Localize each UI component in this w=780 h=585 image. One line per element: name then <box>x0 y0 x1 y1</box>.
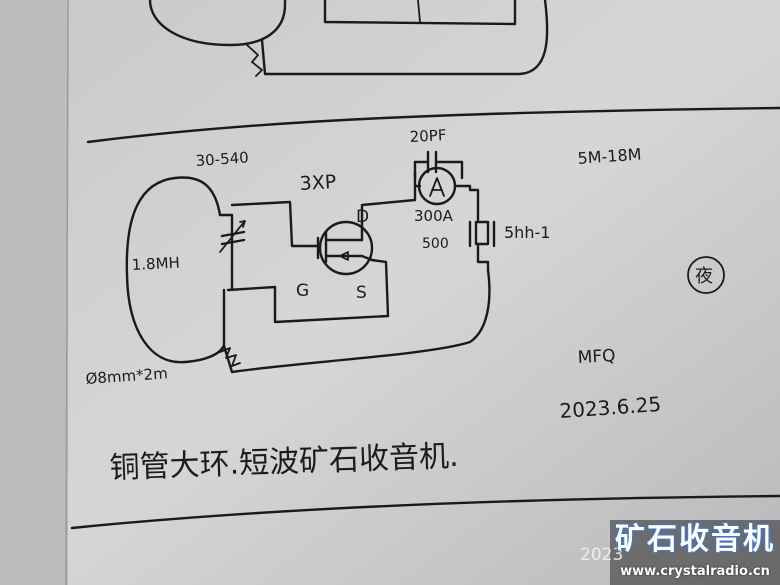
watermark-title: 矿石收音机 <box>615 522 775 557</box>
variable-capacitor <box>219 220 246 253</box>
previous-sketch <box>148 0 549 77</box>
label-gate: G <box>296 281 309 301</box>
meter-symbol <box>413 166 480 222</box>
transistor-symbol <box>316 220 374 276</box>
label-transistor-type: 3XP <box>299 171 337 195</box>
label-crystal: 5hh-1 <box>504 223 550 242</box>
label-drain: D <box>356 207 369 227</box>
label-source: S <box>356 283 367 303</box>
coil-terminal <box>219 347 241 367</box>
label-cap-top: 20PF <box>409 126 447 146</box>
wire-right-return <box>230 268 491 374</box>
seal-text: 夜 <box>695 266 713 287</box>
binding-strip <box>0 0 68 585</box>
wire-top-to-transistor <box>230 200 320 248</box>
seal-mark: 夜 <box>687 256 725 294</box>
watermark-stamp: 2023 <box>580 545 624 565</box>
wire-cap-left <box>218 213 234 292</box>
label-freq-range: 5M-18M <box>577 145 642 168</box>
circuit-diagram: 30-540 3XP D G S 20PF 300A 500 5hh-1 1.8… <box>85 126 550 388</box>
label-capacitor-range: 30-540 <box>195 148 249 170</box>
wire-coil-bottom <box>222 288 234 374</box>
label-author: MFQ <box>577 346 616 368</box>
crystal-element <box>468 220 496 272</box>
rule-line-top <box>86 106 780 144</box>
loop-antenna-coil <box>125 176 226 364</box>
watermark-url: www.crystalradio.cn <box>620 564 770 579</box>
label-meter: 300A <box>414 207 454 225</box>
binding-edge <box>65 0 69 585</box>
label-wire-spec: Ø8mm*2m <box>85 364 168 388</box>
wire-gate-loop <box>226 258 390 324</box>
label-coil: 1.8MH <box>131 254 180 274</box>
label-meter-resistor: 500 <box>422 236 449 252</box>
rule-line-bottom <box>70 494 780 530</box>
watermark-panel <box>610 520 780 585</box>
